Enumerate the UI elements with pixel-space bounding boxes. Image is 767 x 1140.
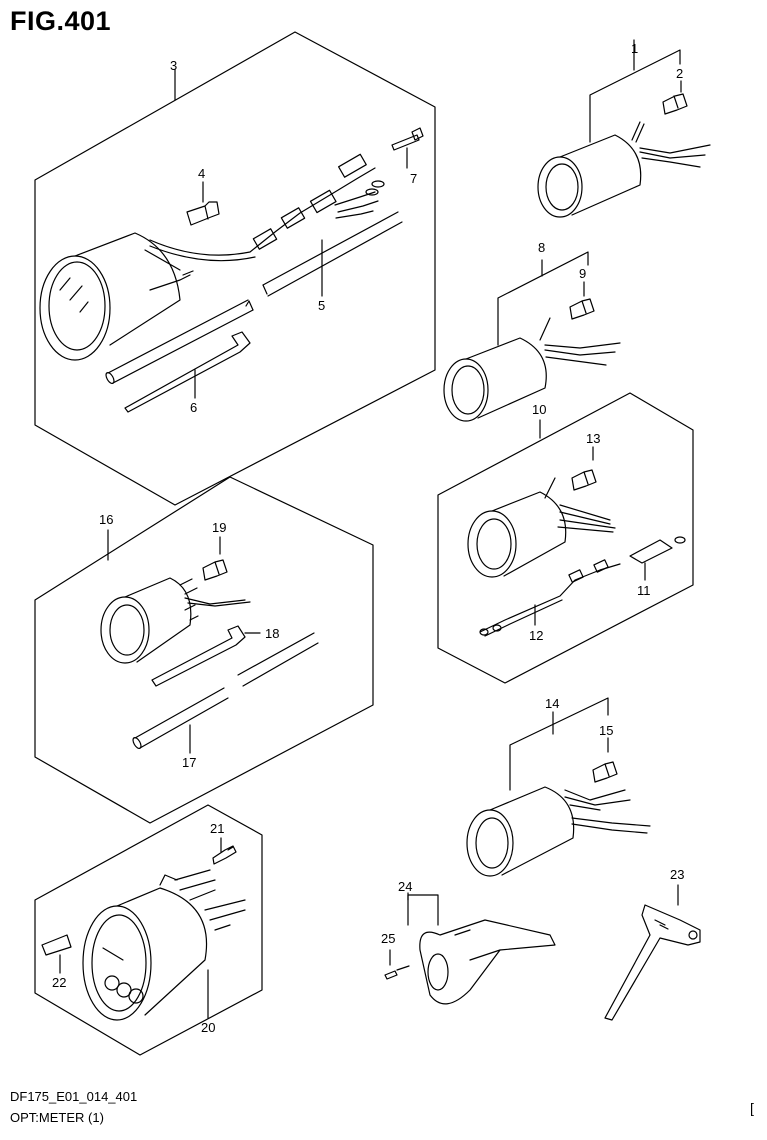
bracket-24 xyxy=(420,920,555,1004)
callout-labels: 1 2 3 4 5 6 7 8 9 10 11 12 13 14 15 16 1… xyxy=(52,41,684,1035)
callout-11: 11 xyxy=(637,583,651,598)
figure-title: FIG.401 xyxy=(10,6,112,36)
footer-code: DF175_E01_014_401 xyxy=(10,1089,138,1104)
callout-7: 7 xyxy=(410,171,417,186)
callout-1: 1 xyxy=(631,41,638,56)
lever-23 xyxy=(605,905,700,1020)
callout-23: 23 xyxy=(670,867,684,882)
gauge-10 xyxy=(468,478,615,577)
callout-25: 25 xyxy=(381,931,395,946)
callout-24: 24 xyxy=(398,879,412,894)
callout-21: 21 xyxy=(210,821,224,836)
group-20-outline xyxy=(35,805,262,1055)
corner-mark: [ xyxy=(750,1100,754,1116)
callout-9: 9 xyxy=(579,266,586,281)
callout-13: 13 xyxy=(586,431,600,446)
callout-8: 8 xyxy=(538,240,545,255)
callout-16: 16 xyxy=(99,512,113,527)
gauge-8 xyxy=(444,252,620,421)
callout-12: 12 xyxy=(529,628,543,643)
callout-3: 3 xyxy=(170,58,177,73)
callout-6: 6 xyxy=(190,400,197,415)
footer-caption: OPT:METER (1) xyxy=(10,1110,104,1125)
callout-20: 20 xyxy=(201,1020,215,1035)
gauge-3 xyxy=(40,233,193,360)
gauge-20 xyxy=(83,870,245,1020)
callout-22: 22 xyxy=(52,975,66,990)
callout-17: 17 xyxy=(182,755,196,770)
group-3-outline xyxy=(35,32,435,505)
callout-4: 4 xyxy=(198,166,205,181)
callout-14: 14 xyxy=(545,696,559,711)
gauge-14 xyxy=(467,698,650,876)
group-10-outline xyxy=(438,393,693,683)
callout-10: 10 xyxy=(532,402,546,417)
callout-15: 15 xyxy=(599,723,613,738)
callout-5: 5 xyxy=(318,298,325,313)
callout-19: 19 xyxy=(212,520,226,535)
callout-2: 2 xyxy=(676,66,683,81)
callout-18: 18 xyxy=(265,626,279,641)
gauge-16 xyxy=(101,578,250,663)
group-16-outline xyxy=(35,477,373,823)
gauge-1 xyxy=(538,40,710,217)
